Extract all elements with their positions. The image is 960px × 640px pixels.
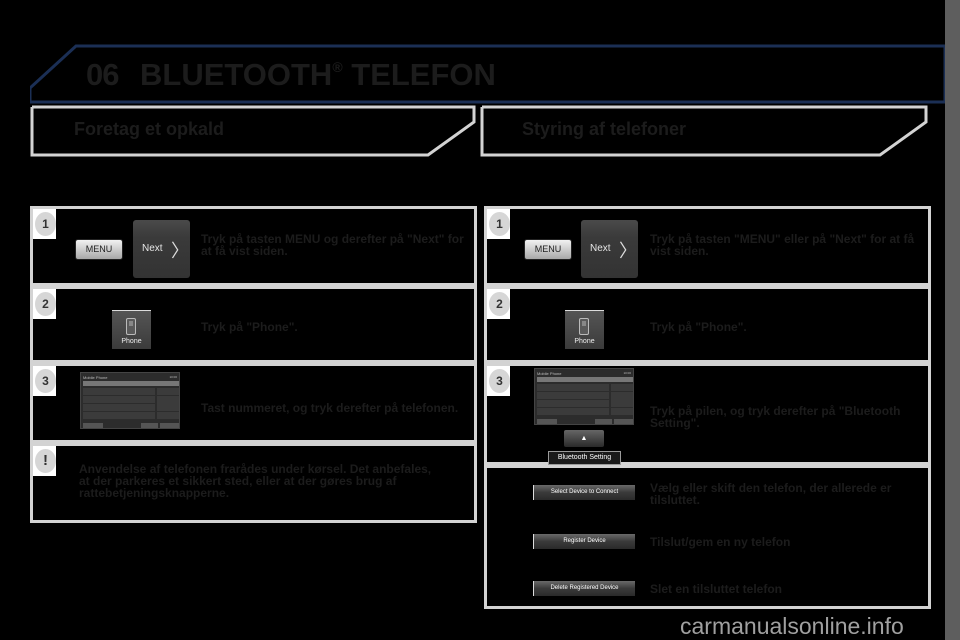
clear-key[interactable] [157,388,179,395]
step-instruction: Tryk på "Phone". [201,320,298,334]
call-key[interactable] [157,396,179,411]
page-edge-band [945,0,960,640]
device-options-box: Select Device to Connect Vælg eller skif… [484,465,931,609]
left-step-2: 2 Phone Tryk på "Phone". [30,286,477,363]
delete-device-button[interactable]: Delete Registered Device [533,581,635,596]
chapter-title: BLUETOOTH® TELEFON [140,57,496,93]
step-instruction: Tryk på tasten MENU og derefter på "Next… [201,232,464,258]
warning-badge: ! [33,446,56,476]
step-number: 1 [35,212,56,236]
step-instruction: Tast nummeret, og tryk derefter på telef… [201,401,459,415]
next-button[interactable]: Next 〉 [133,220,190,278]
option-description: Vælg eller skift den telefon, der allere… [650,481,892,507]
chapter-title-suffix: TELEFON [342,57,496,92]
register-device-button[interactable]: Register Device [533,534,635,549]
keypad-row[interactable] [537,400,609,407]
chevron-right-icon: 〉 [619,241,637,261]
clear-key[interactable] [611,384,633,391]
eject-key[interactable] [537,419,557,424]
keypad-row[interactable] [83,412,155,419]
section-header-right: Styring af telefoner [480,104,932,158]
warning-text: Anvendelse af telefonen frarådes under k… [79,462,432,500]
step-instruction: Tryk på pilen, og tryk derefter på "Blue… [650,404,901,430]
right-step-3: 3 Mobile Phone 10:00 ▲ Bluetooth Setting… [484,363,931,465]
step-badge: 3 [33,366,56,396]
keypad-row[interactable] [83,388,155,395]
eject-key[interactable] [83,423,103,428]
back-key[interactable] [614,419,633,424]
section-header-frame [480,105,928,157]
watermark: carmanualsonline.info [680,613,904,639]
keypad-title: Mobile Phone [537,371,562,376]
back-key[interactable] [160,423,179,428]
section-title: Styring af telefoner [522,119,687,139]
section-header-frame [30,105,476,157]
phone-label: Phone [121,338,142,345]
step-badge: 2 [33,289,56,319]
left-step-3: 3 Mobile Phone 10:00 Tast nummeret, og t… [30,363,477,443]
menu-button[interactable]: MENU [524,239,572,260]
step-badge: 1 [487,209,510,239]
left-step-1: 1 MENU Next 〉 Tryk på tasten MENU og der… [30,206,477,286]
side-key[interactable] [611,408,633,415]
keypad-row[interactable] [83,404,155,411]
step-instruction: Tryk på "Phone". [650,320,747,334]
step-badge: 3 [487,366,510,396]
call-key[interactable] [611,392,633,407]
number-field[interactable] [83,381,179,386]
right-step-2: 2 Phone Tryk på "Phone". [484,286,931,363]
mobile-phone-icon [126,318,136,335]
keypad-screen[interactable]: Mobile Phone 10:00 [80,372,180,429]
chapter-header: 06 BLUETOOTH® TELEFON [30,44,945,105]
side-key[interactable] [157,412,179,419]
registered-mark: ® [332,59,343,75]
warning-box: ! Anvendelse af telefonen frarådes under… [30,443,477,523]
keypad-row[interactable] [537,408,609,415]
step-instruction: Tryk på tasten "MENU" eller på "Next" fo… [650,232,915,258]
step-number: 3 [35,369,56,393]
footer-line [484,606,540,609]
mobile-phone-icon [579,318,589,335]
menu-button[interactable]: MENU [75,239,123,260]
phone-label: Phone [574,338,595,345]
keypad-title: Mobile Phone [83,375,108,380]
option-description: Tilslut/gem en ny telefon [650,535,791,549]
keypad-clock: 10:00 [169,375,177,379]
chapter-number: 06 [86,57,119,92]
step-number: 3 [489,369,510,393]
chapter-title-main: BLUETOOTH [140,57,333,92]
section-header-left: Foretag et opkald [30,104,476,158]
phone-tile[interactable]: Phone [112,310,151,349]
redial-key[interactable] [141,423,158,428]
right-step-1: 1 MENU Next 〉 Tryk på tasten "MENU" elle… [484,206,931,286]
step-number: 1 [489,212,510,236]
exclamation-icon: ! [35,449,56,473]
phone-tile[interactable]: Phone [565,310,604,349]
keypad-row[interactable] [537,392,609,399]
step-number: 2 [489,292,510,316]
next-label: Next [142,243,163,254]
chapter-header-frame [30,44,945,104]
select-device-button[interactable]: Select Device to Connect [533,485,635,500]
number-field[interactable] [537,377,633,382]
bluetooth-setting-button[interactable]: Bluetooth Setting [548,451,621,465]
next-label: Next [590,243,611,254]
keypad-screen[interactable]: Mobile Phone 10:00 [534,368,634,425]
keypad-row[interactable] [537,384,609,391]
redial-key[interactable] [595,419,612,424]
step-badge: 1 [33,209,56,239]
option-description: Slet en tilsluttet telefon [650,582,783,596]
arrow-up-button[interactable]: ▲ [564,430,604,447]
keypad-row[interactable] [83,396,155,403]
step-badge: 2 [487,289,510,319]
step-number: 2 [35,292,56,316]
next-button[interactable]: Next 〉 [581,220,638,278]
keypad-clock: 10:00 [623,371,631,375]
chevron-right-icon: 〉 [171,241,189,261]
section-title: Foretag et opkald [74,119,225,139]
